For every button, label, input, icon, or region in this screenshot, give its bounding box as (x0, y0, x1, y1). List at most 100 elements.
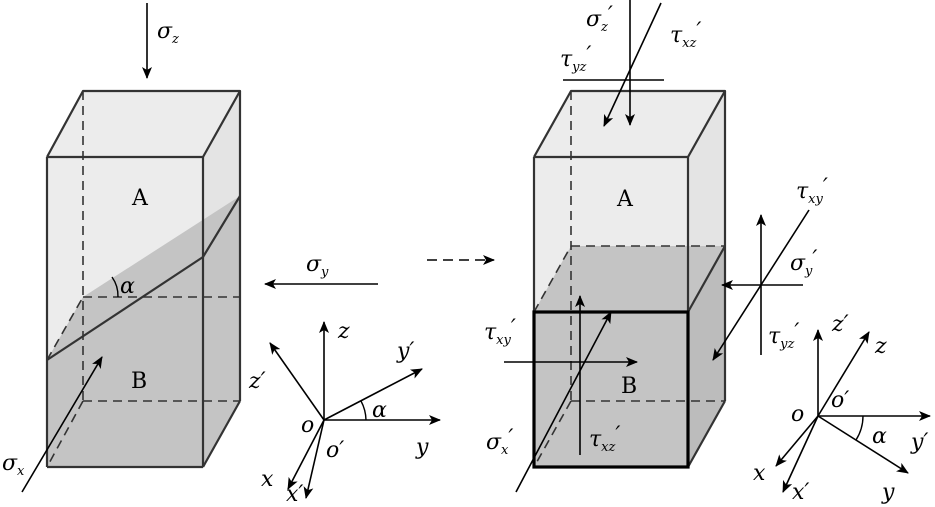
right-hidden-mid-diag (533, 245, 572, 313)
right-mid-side-edge (687, 245, 726, 313)
sigma-z-prime-subscript: z (600, 20, 608, 35)
sigma-x-subscript: x (17, 464, 25, 479)
right-z-label: z (874, 334, 887, 359)
tau-xz-prime-front-symbol: τ (589, 427, 602, 452)
tau-yz-prime-top-subscript: yz (571, 60, 586, 75)
svg-text:σx: σx (2, 451, 25, 479)
svg-text:σx′: σx′ (486, 426, 513, 458)
tau-xz-prime-top-symbol: τ (670, 23, 683, 48)
right-origin-prime-label: o′ (831, 388, 849, 413)
right-side-stresses: τxy′ σy′ τyz′ (712, 175, 828, 361)
sigma-z-symbol: σ (157, 19, 173, 44)
left-stress-x: σx (2, 356, 103, 493)
svg-text:τxy′: τxy′ (484, 316, 516, 348)
right-y-axis (817, 415, 909, 474)
svg-text:τyz′: τyz′ (768, 320, 799, 352)
tau-xy-prime-front-subscript: xy (496, 333, 511, 348)
left-y-label: y (415, 435, 429, 460)
svg-text:τxy′: τxy′ (796, 175, 828, 207)
sigma-y-prime-subscript: y (804, 264, 813, 279)
right-x-prime-axis (775, 415, 819, 467)
tau-xy-prime-right-mark: ′ (823, 175, 828, 200)
svg-text:σz: σz (157, 19, 179, 47)
sigma-z-prime-symbol: σ (586, 7, 602, 32)
left-inclined-plane-side (202, 195, 241, 258)
tau-xz-prime-front-mark: ′ (615, 423, 620, 448)
right-axis-angle-arc (855, 415, 864, 441)
tau-xy-prime-front-symbol: τ (484, 320, 497, 345)
tau-xy-prime-right-subscript: xy (808, 192, 823, 207)
sigma-x-prime-symbol: σ (486, 430, 502, 455)
left-block: α A B (45, 89, 242, 469)
right-block: A B (532, 89, 727, 469)
tau-xz-prime-top-subscript: xz (682, 36, 696, 51)
tau-xz-prime-front-subscript: xz (601, 440, 615, 455)
sigma-x-prime-subscript: x (501, 443, 509, 458)
left-y-prime-axis (323, 368, 423, 421)
left-z-prime-axis (269, 342, 325, 421)
left-angle-arc (111, 276, 119, 298)
tau-yz-prime-top-symbol: τ (560, 47, 573, 72)
left-z-label: z (337, 319, 350, 344)
svg-text:τyz′: τyz′ (560, 43, 591, 75)
tau-yz-prime-top-mark: ′ (586, 43, 591, 68)
right-front-stresses: τxy′ σx′ τxz′ (484, 295, 638, 493)
left-axis-angle-label: α (372, 398, 387, 423)
right-region-a-label: A (616, 187, 634, 212)
svg-text:σz′: σz′ (586, 3, 613, 35)
svg-text:σy′: σy′ (790, 247, 817, 279)
left-region-a-label: A (131, 186, 149, 211)
right-z-prime-label: z′ (831, 312, 849, 337)
left-inclined-plane-edge (46, 256, 204, 361)
left-hidden-plane-edge (46, 296, 84, 361)
left-block-top-face (47, 91, 240, 157)
sigma-y-prime-symbol: σ (790, 251, 806, 276)
tau-yz-prime-right-symbol: τ (768, 324, 781, 349)
right-block-region-b-front (534, 312, 688, 467)
right-bottom-side-edge (687, 400, 726, 468)
left-stress-y: σy (264, 252, 378, 289)
sigma-y-subscript: y (320, 265, 329, 280)
tau-xz-prime-top-arrow (603, 2, 662, 127)
left-stress-z: σz (142, 3, 179, 79)
sigma-x-symbol: σ (2, 451, 18, 476)
right-origin-label: o (791, 402, 804, 427)
left-x-axis (287, 419, 325, 490)
left-origin-label: o (301, 413, 314, 438)
sigma-y-prime-mark: ′ (812, 247, 817, 272)
right-x-axis (782, 415, 819, 493)
svg-text:τxz′: τxz′ (589, 423, 620, 455)
right-region-b-label: B (621, 374, 637, 399)
tau-yz-prime-right-arrow (712, 209, 810, 361)
left-hidden-diag (46, 400, 84, 468)
left-bottom-side-edge (202, 400, 241, 468)
left-axis-angle-arc (360, 400, 367, 421)
left-region-b-label: B (131, 369, 147, 394)
left-x-prime-axis (303, 419, 325, 499)
tau-yz-prime-right-mark: ′ (794, 320, 799, 345)
left-x-prime-label: x′ (286, 482, 303, 507)
right-hidden-diag (533, 400, 572, 468)
right-z-axis (817, 331, 870, 417)
left-coordinate-system: z z′ y′ y x x′ o o′ α (248, 319, 441, 507)
svg-text:τxz′: τxz′ (670, 19, 701, 51)
sigma-x-arrow (21, 356, 103, 493)
sigma-x-prime-mark: ′ (508, 426, 513, 451)
right-coordinate-system: z′ z y′ y x x′ o o′ α (753, 312, 931, 505)
svg-text:σy: σy (306, 252, 329, 280)
tau-xy-prime-front-mark: ′ (511, 316, 516, 341)
tau-xy-prime-right-symbol: τ (796, 179, 809, 204)
right-x-prime-label: x′ (792, 480, 809, 505)
right-y-prime-label: y′ (910, 430, 928, 455)
sigma-x-prime-arrow (515, 311, 612, 493)
left-angle-label: α (120, 274, 135, 299)
sigma-z-prime-mark: ′ (608, 3, 613, 28)
sigma-z-subscript: z (171, 32, 179, 47)
tau-yz-prime-right-subscript: yz (779, 337, 794, 352)
tau-xz-prime-top-mark: ′ (696, 19, 701, 44)
right-axis-angle-label: α (872, 424, 887, 449)
left-z-prime-label: z′ (248, 369, 266, 394)
left-y-prime-label: y′ (396, 339, 414, 364)
right-x-label: x (753, 461, 766, 486)
